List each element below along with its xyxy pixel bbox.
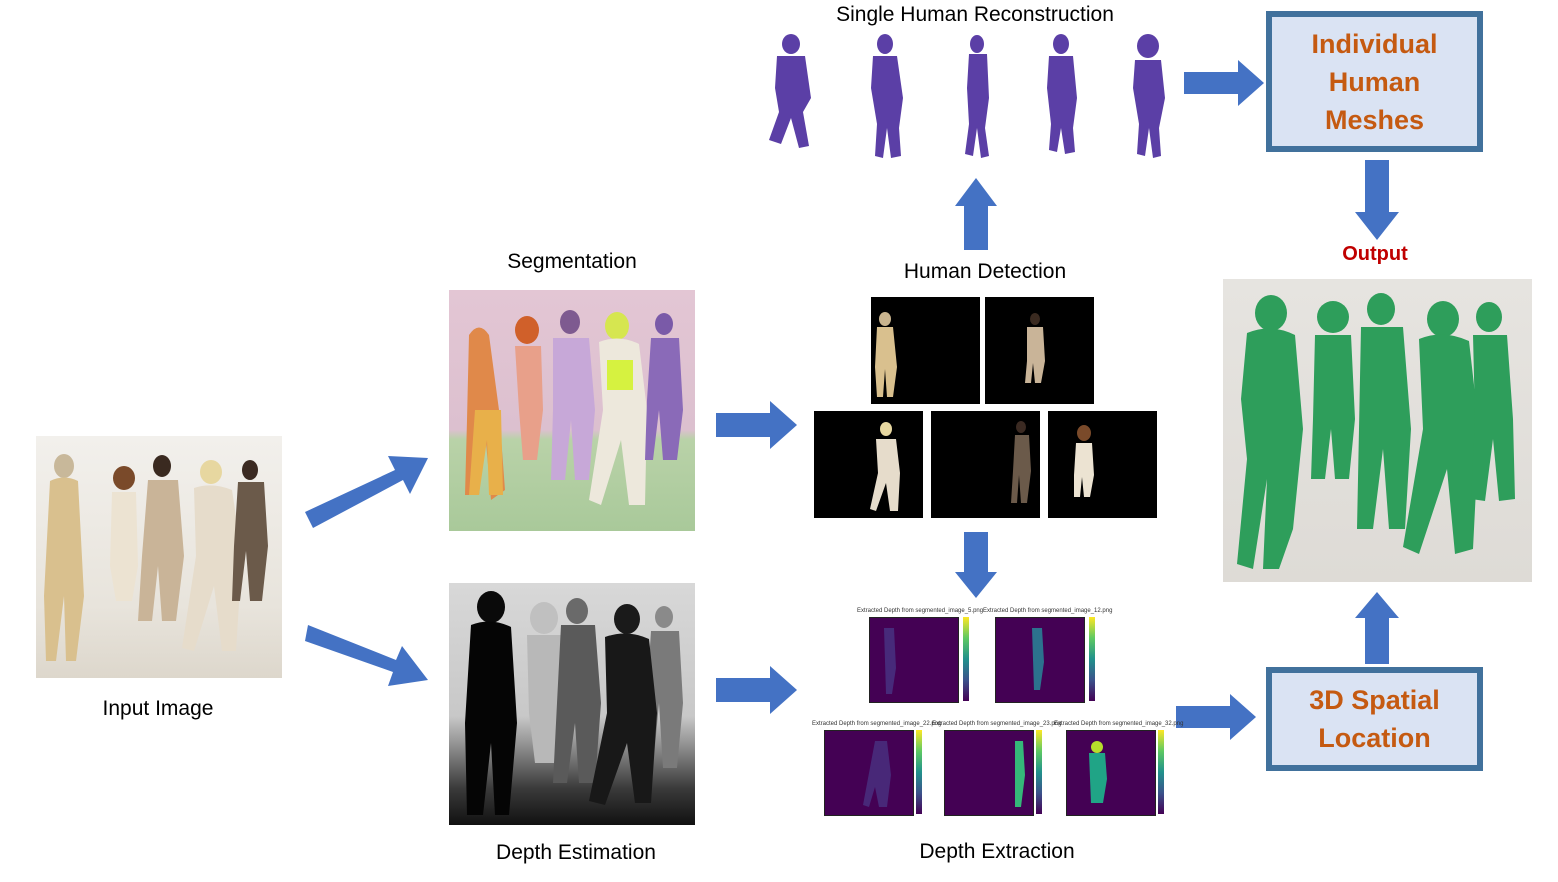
detection-crop-3: [814, 411, 923, 518]
arrow-depth-to-extraction: [716, 666, 797, 714]
output-label: Output: [1342, 243, 1408, 265]
depth-estimation-image: [449, 583, 695, 825]
output-image: [1223, 279, 1532, 582]
arrow-detection-to-reconstruction: [955, 178, 997, 250]
input-people-illustration: [44, 454, 268, 661]
depth-plot-5: Extracted Depth from segmented_image_32.…: [1050, 721, 1183, 821]
detection-crop-2: [985, 297, 1094, 404]
depth-plot-4: Extracted Depth from segmented_image_23.…: [928, 721, 1061, 821]
arrow-input-to-depth: [305, 625, 428, 686]
arrow-reconstruction-to-meshes: [1184, 60, 1264, 106]
depth-plot-1-title: Extracted Depth from segmented_image_5.p…: [857, 608, 984, 614]
arrow-spatial-to-output: [1355, 592, 1399, 664]
input-image: [36, 436, 282, 678]
depth-plot-3-title: Extracted Depth from segmented_image_22.…: [812, 721, 942, 727]
detection-crop-5: [1048, 411, 1157, 518]
depth-plot-2: Extracted Depth from segmented_image_12.…: [979, 608, 1112, 708]
output-green-meshes: [1237, 293, 1515, 569]
mesh-figure-2: [871, 34, 903, 158]
detection-crop-1: [871, 297, 980, 404]
input-image-label: Input Image: [102, 697, 214, 720]
spatial-location-box: 3D Spatial Location: [1266, 667, 1483, 771]
meshes-line-1: Individual: [1311, 28, 1438, 59]
depth-plot-2-title: Extracted Depth from segmented_image_12.…: [983, 608, 1113, 614]
reconstruction-label: Single Human Reconstruction: [836, 3, 1114, 26]
human-detection-label: Human Detection: [903, 260, 1067, 283]
depth-plot-5-title: Extracted Depth from segmented_image_32.…: [1054, 721, 1184, 727]
depth-plot-3: Extracted Depth from segmented_image_22.…: [808, 721, 941, 821]
depth-plot-1: Extracted Depth from segmented_image_5.p…: [853, 608, 983, 708]
mesh-figure-5: [1133, 34, 1165, 158]
individual-human-meshes-box: Individual Human Meshes: [1266, 11, 1483, 152]
meshes-line-3: Meshes: [1324, 104, 1425, 135]
arrow-meshes-to-output: [1355, 160, 1399, 240]
reconstructed-meshes: [769, 34, 1165, 158]
segmentation-image: [449, 290, 695, 531]
spatial-line-2: Location: [1318, 723, 1431, 753]
spatial-line-1: 3D Spatial: [1309, 685, 1440, 715]
depth-plot-4-title: Extracted Depth from segmented_image_23.…: [932, 721, 1062, 727]
meshes-line-2: Human: [1328, 66, 1421, 97]
segmentation-mask-illustration: [465, 310, 683, 505]
mesh-figure-4: [1047, 34, 1077, 154]
mesh-figure-1: [769, 34, 811, 148]
arrow-segmentation-to-detection: [716, 401, 797, 449]
detection-crop-4: [931, 411, 1040, 518]
arrow-detection-to-extraction: [955, 532, 997, 598]
segmentation-label: Segmentation: [507, 250, 637, 273]
depth-estimation-label: Depth Estimation: [496, 841, 656, 864]
arrow-extraction-to-spatial: [1176, 694, 1256, 740]
arrow-input-to-segmentation: [305, 456, 428, 528]
depth-map-illustration: [465, 591, 683, 815]
mesh-figure-3: [965, 35, 989, 158]
depth-extraction-label: Depth Extraction: [919, 840, 1075, 863]
